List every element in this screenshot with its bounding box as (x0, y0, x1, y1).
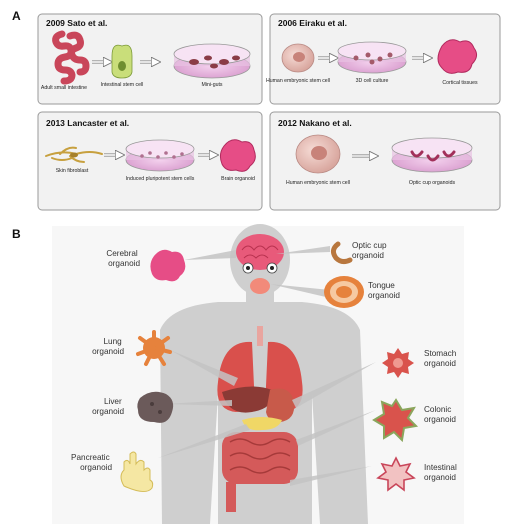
embryonic-stem-cell-icon-2 (295, 134, 341, 174)
caption-nakano-embryonic: Human embryonic stem cell (286, 180, 350, 186)
intestines-icon (222, 432, 298, 512)
caption-cortical-tissues: Cortical tissues (442, 80, 478, 86)
box-lancaster-title: 2013 Lancaster et al. (46, 118, 129, 128)
optic-cup-dish-icon (391, 137, 473, 173)
3d-culture-dish-icon (337, 41, 407, 74)
cerebral-organoid-label: Cerebral organoid (106, 249, 140, 268)
mini-guts-dish-icon (173, 43, 251, 79)
small-intestine-icon (52, 30, 90, 85)
stomach-organoid-label: Stomach organoid (424, 349, 459, 368)
panel-a-label: A (12, 9, 21, 23)
skin-fibroblast-icon (45, 146, 103, 163)
pancreatic-organoid-icon (120, 451, 154, 492)
caption-adult-small-intestine: Adult small intestine (41, 85, 87, 91)
box-sato-frame (37, 13, 263, 105)
caption-eiraku-embryonic-1: Human embryonic stem cell (266, 78, 330, 84)
ipsc-dish-icon (125, 139, 195, 172)
cerebral-organoid-icon (150, 249, 186, 282)
cortical-tissue-icon (437, 39, 478, 74)
box-eiraku: 2006 Eiraku et al. Human embryonic stem … (266, 13, 501, 105)
liver-organoid-icon (137, 391, 174, 423)
caption-3d-cell-culture: 3D cell culture (356, 78, 389, 84)
caption-ipsc: Induced pluripotent stem cells (126, 176, 195, 182)
caption-mini-guts: Mini-guts (201, 82, 222, 88)
box-lancaster: 2013 Lancaster et al. Skin fibroblast In… (37, 111, 263, 211)
colonic-organoid-icon (372, 398, 419, 443)
pancreas-icon (242, 417, 282, 431)
colonic-organoid-label: Colonic organoid (424, 405, 456, 424)
stomach-icon (266, 388, 295, 422)
caption-intestinal-stem-cell: Intestinal stem cell (101, 82, 144, 88)
box-eiraku-title: 2006 Eiraku et al. (278, 18, 347, 28)
caption-skin-fibroblast: Skin fibroblast (56, 168, 89, 174)
lung-organoid-icon (136, 330, 172, 366)
panel-b-label: B (12, 227, 21, 241)
intestinal-stem-cell-icon (111, 44, 133, 79)
box-sato-title: 2009 Sato et al. (46, 18, 107, 28)
brain-icon (236, 234, 284, 270)
box-nakano-title: 2012 Nakano et al. (278, 118, 352, 128)
box-nakano: 2012 Nakano et al. Human embryonic stem … (269, 111, 501, 211)
intestinal-organoid-label: Intestinal organoid (424, 463, 459, 482)
lung-organoid-label: Lung organoid (92, 337, 124, 356)
intestinal-organoid-icon (376, 456, 416, 492)
tongue-icon (250, 278, 270, 294)
brain-organoid-icon (219, 139, 256, 172)
box-sato: 2009 Sato et al. Adult small intestine I… (37, 13, 263, 105)
caption-optic-cup-organoids: Optic cup organoids (409, 180, 456, 186)
connector-wedges (158, 246, 376, 486)
embryonic-stem-cell-icon (281, 43, 315, 73)
liver-organoid-label: Liver organoid (92, 397, 124, 416)
tongue-organoid-label: Tongue organoid (368, 281, 400, 300)
optic-cup-organoid-label: Optic cup organoid (352, 241, 389, 260)
stomach-organoid-icon (382, 348, 414, 378)
pancreatic-organoid-label: Pancreatic organoid (71, 453, 112, 472)
tongue-organoid-icon (324, 276, 364, 308)
optic-cup-organoid-icon (330, 241, 353, 265)
liver-icon (222, 386, 273, 413)
caption-brain-organoid: Brain organoid (221, 176, 255, 182)
